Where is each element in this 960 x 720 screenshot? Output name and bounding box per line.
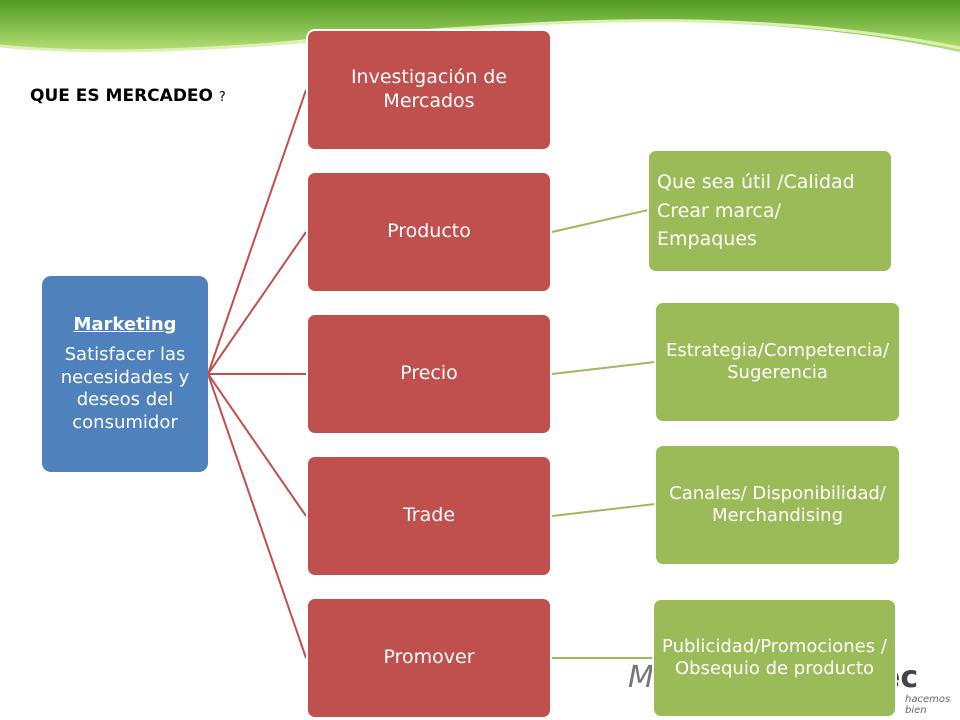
node-precio: Precio <box>306 313 552 435</box>
node-promover-label: Promover <box>383 646 475 669</box>
node-trade: Trade <box>306 455 552 577</box>
root-heading: Marketing <box>73 313 177 335</box>
detail-promover: Publicidad/Promociones / Obsequio de pro… <box>652 598 897 718</box>
node-investigacion: Investigación de Mercados <box>306 29 552 151</box>
root-description: Satisfacer las necesidades y deseos del … <box>60 344 190 433</box>
node-trade-label: Trade <box>402 504 456 527</box>
node-producto-label: Producto <box>387 220 471 243</box>
detail-promover-label: Publicidad/Promociones / Obsequio de pro… <box>662 635 887 680</box>
marketing-root-node: Marketing Satisfacer las necesidades y d… <box>42 276 208 472</box>
trade-to-detail-line <box>551 503 656 517</box>
detail-producto-line-3: Empaques <box>657 228 757 251</box>
node-producto: Producto <box>306 171 552 293</box>
page-title: QUE ES MERCADEO ? <box>30 86 226 106</box>
detail-producto-line-2: Crear marca/ <box>657 199 781 222</box>
root-to-producto-line <box>207 231 307 375</box>
node-promover: Promover <box>306 597 552 719</box>
watermark-logo-left: M <box>628 660 654 695</box>
detail-producto: Que sea útil /Calidad Crear marca/ Empaq… <box>647 149 893 273</box>
root-to-investigacion-line <box>207 89 307 375</box>
node-precio-label: Precio <box>400 362 458 385</box>
producto-to-detail-line <box>551 209 649 233</box>
root-to-promover-line <box>207 373 307 659</box>
detail-precio-label: Estrategia/Competencia/ Sugerencia <box>665 339 890 384</box>
precio-to-detail-line <box>551 361 656 375</box>
node-investigacion-label: Investigación de Mercados <box>350 66 508 112</box>
detail-precio: Estrategia/Competencia/ Sugerencia <box>654 301 901 423</box>
watermark-tagline: hacemos bien <box>905 694 951 716</box>
detail-trade-label: Canales/ Disponibilidad/ Merchandising <box>669 482 886 527</box>
root-to-trade-line <box>207 373 307 517</box>
detail-trade: Canales/ Disponibilidad/ Merchandising <box>654 444 901 566</box>
detail-producto-line-1: Que sea útil /Calidad <box>657 171 855 194</box>
